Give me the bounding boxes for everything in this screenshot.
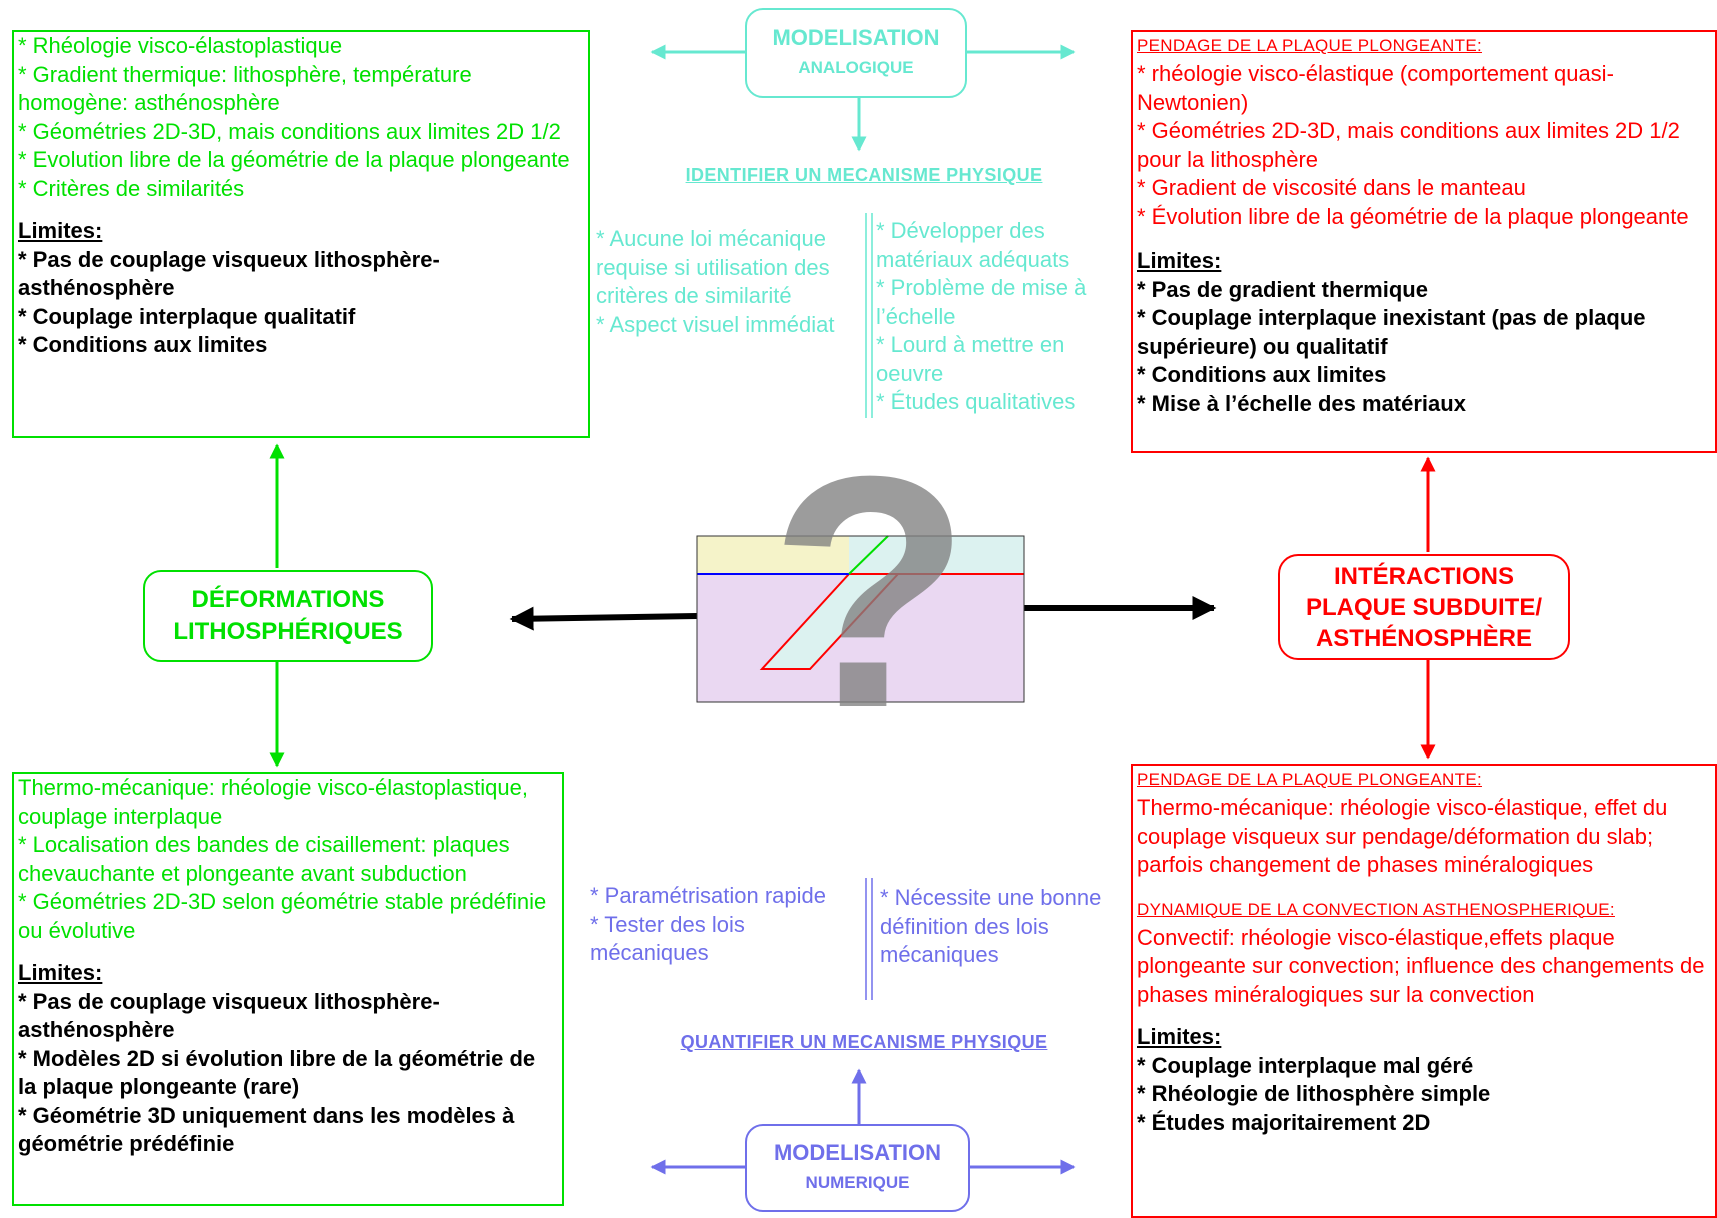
limit-item: * Conditions aux limites: [18, 332, 268, 357]
node-line: MODELISATION: [772, 25, 940, 50]
list-item: * rhéologie visco-élastique (comportemen…: [1137, 61, 1614, 115]
list-item: * Évolution libre de la géométrie de la …: [1137, 203, 1689, 229]
analog-modeling-node: MODELISATION ANALOGIQUE: [745, 8, 967, 98]
limit-item: * Rhéologie de lithosphère simple: [1137, 1081, 1491, 1106]
node-line: ASTHÉNOSPHÈRE: [1315, 624, 1533, 652]
section-heading: DYNAMIQUE DE LA CONVECTION ASTHENOSPHERI…: [1137, 899, 1615, 919]
section-text: Convectif: rhéologie visco-élastique,eff…: [1137, 924, 1705, 1007]
limit-item: * Couplage interplaque qualitatif: [18, 303, 356, 329]
list-item: * Géométries 2D-3D, mais conditions aux …: [1137, 118, 1680, 172]
question-mark-glyph: ?: [769, 407, 971, 776]
node-line: NUMERIQUE: [805, 1173, 910, 1192]
lithospheric-numeric-box: Thermo-mécanique: rhéologie visco-élasto…: [12, 772, 564, 1206]
section-heading: PENDAGE DE LA PLAQUE PLONGEANTE:: [1137, 36, 1482, 55]
subduction-diagram: [696, 535, 1025, 703]
list-item: * Paramétrisation rapide: [590, 883, 827, 908]
list-item: * Nécessite une bonne définition des loi…: [880, 885, 1102, 967]
list-item: * Lourd à mettre en oeuvre: [876, 332, 1065, 386]
list-item: * Evolution libre de la géométrie de la …: [18, 147, 570, 172]
list-item: * Gradient thermique: lithosphère, tempé…: [18, 61, 472, 116]
list-item: * Aucune loi mécanique requise si utilis…: [596, 226, 830, 308]
limit-item: * Couplage interplaque inexistant (pas d…: [1137, 305, 1646, 359]
identify-heading: IDENTIFIER UN MECANISME PHYSIQUE: [634, 165, 1094, 186]
node-line: ANALOGIQUE: [798, 58, 914, 77]
interactions-analog-box: PENDAGE DE LA PLAQUE PLONGEANTE: * rhéol…: [1131, 30, 1717, 453]
limits-label: Limites:: [18, 218, 103, 243]
node-line: MODELISATION: [773, 1140, 942, 1165]
limit-item: * Pas de couplage visqueux lithosphère-a…: [18, 246, 440, 301]
node-line: PLAQUE SUBDUITE/: [1305, 593, 1542, 621]
list-item: * Rhéologie visco-élastoplastique: [18, 33, 343, 58]
section-text: Thermo-mécanique: rhéologie visco-élasti…: [1137, 795, 1668, 877]
list-item: Thermo-mécanique: rhéologie visco-élasto…: [18, 775, 528, 829]
quantify-heading-text: QUANTIFIER UN MECANISME PHYSIQUE: [680, 1032, 1048, 1052]
list-item: * Études qualitatives: [876, 389, 1076, 414]
analog-advantages: * Aucune loi mécanique requise si utilis…: [596, 225, 852, 339]
limits-label: Limites:: [1137, 1024, 1222, 1049]
analog-drawbacks: * Développer des matériaux adéquats * Pr…: [876, 217, 1126, 417]
identify-heading-text: IDENTIFIER UN MECANISME PHYSIQUE: [685, 165, 1043, 185]
limits-label: Limites:: [18, 960, 103, 985]
list-item: * Tester des lois mécaniques: [590, 911, 745, 966]
limit-item: * Géométrie 3D uniquement dans les modèl…: [18, 1102, 515, 1157]
slab-asthenosphere-node: INTÉRACTIONS PLAQUE SUBDUITE/ ASTHÉNOSPH…: [1278, 554, 1570, 660]
interactions-numeric-box: PENDAGE DE LA PLAQUE PLONGEANTE: Thermo-…: [1131, 764, 1717, 1218]
node-line: LITHOSPHÉRIQUES: [173, 618, 403, 645]
lithospheric-analog-box: * Rhéologie visco-élastoplastique * Grad…: [12, 30, 590, 438]
quantify-heading: QUANTIFIER UN MECANISME PHYSIQUE: [634, 1032, 1094, 1053]
numeric-drawbacks: * Nécessite une bonne définition des loi…: [880, 884, 1116, 970]
list-item: * Développer des matériaux adéquats: [876, 218, 1070, 272]
numeric-advantages: * Paramétrisation rapide * Tester des lo…: [590, 882, 830, 968]
limits-label: Limites:: [1137, 248, 1222, 273]
list-item: * Géométries 2D-3D, mais conditions aux …: [18, 118, 561, 144]
limit-item: * Pas de gradient thermique: [1137, 276, 1428, 302]
list-item: * Localisation des bandes de cisaillemen…: [18, 832, 510, 886]
list-item: * Critères de similarités: [18, 175, 245, 201]
lithospheric-deformation-node: DÉFORMATIONS LITHOSPHÉRIQUES: [143, 570, 433, 662]
limit-item: * Modèles 2D si évolution libre de la gé…: [18, 1045, 536, 1100]
limit-item: * Conditions aux limites: [1137, 362, 1387, 387]
subducting-plate-top: [849, 536, 1024, 574]
limit-item: * Pas de couplage visqueux lithosphère-a…: [18, 988, 440, 1043]
list-item: * Géométries 2D-3D selon géométrie stabl…: [18, 889, 547, 943]
list-item: * Aspect visuel immédiat: [596, 311, 835, 337]
slab: [759, 573, 901, 670]
section-heading: PENDAGE DE LA PLAQUE PLONGEANTE:: [1137, 770, 1482, 789]
limit-item: * Études majoritairement 2D: [1137, 1109, 1431, 1135]
limit-item: * Couplage interplaque mal géré: [1137, 1052, 1474, 1078]
limit-item: * Mise à l’échelle des matériaux: [1137, 390, 1466, 416]
overriding-plate: [697, 536, 849, 574]
node-line: DÉFORMATIONS: [191, 586, 385, 613]
list-item: * Gradient de viscosité dans le manteau: [1137, 175, 1526, 200]
question-mark: ?: [769, 427, 971, 757]
numeric-modeling-node: MODELISATION NUMERIQUE: [745, 1124, 970, 1212]
node-line: INTÉRACTIONS: [1333, 562, 1514, 590]
black-arrow-left: [509, 606, 698, 631]
list-item: * Problème de mise à l’échelle: [876, 275, 1087, 329]
plate-boundary-green: [848, 535, 889, 575]
